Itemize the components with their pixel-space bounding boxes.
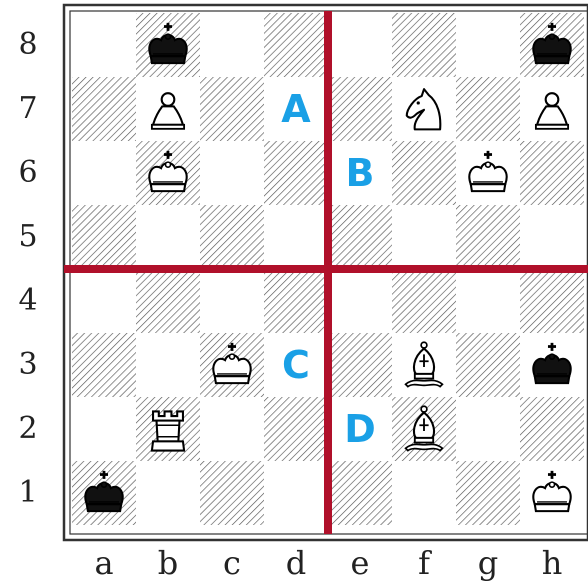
square-d5 xyxy=(264,205,328,269)
square-e8 xyxy=(328,13,392,77)
square-b1 xyxy=(136,461,200,525)
region-label-a: A xyxy=(281,87,311,131)
square-c1 xyxy=(200,461,264,525)
square-a7 xyxy=(72,77,136,141)
square-a4 xyxy=(72,269,136,333)
square-c8 xyxy=(200,13,264,77)
square-f8 xyxy=(392,13,456,77)
square-a6 xyxy=(72,141,136,205)
square-f1 xyxy=(392,461,456,525)
region-label-c: C xyxy=(282,343,310,387)
square-c7 xyxy=(200,77,264,141)
square-a2 xyxy=(72,397,136,461)
square-c4 xyxy=(200,269,264,333)
square-f5 xyxy=(392,205,456,269)
square-d8 xyxy=(264,13,328,77)
square-b4 xyxy=(136,269,200,333)
square-f4 xyxy=(392,269,456,333)
square-h2 xyxy=(520,397,584,461)
white-rook-b2-icon xyxy=(152,411,184,450)
square-b5 xyxy=(136,205,200,269)
square-h5 xyxy=(520,205,584,269)
square-a8 xyxy=(72,13,136,77)
square-f6 xyxy=(392,141,456,205)
region-label-d: D xyxy=(344,407,376,451)
square-h4 xyxy=(520,269,584,333)
square-g2 xyxy=(456,397,520,461)
square-c6 xyxy=(200,141,264,205)
square-e4 xyxy=(328,269,392,333)
square-c5 xyxy=(200,205,264,269)
square-g5 xyxy=(456,205,520,269)
square-b3 xyxy=(136,333,200,397)
square-d4 xyxy=(264,269,328,333)
square-g4 xyxy=(456,269,520,333)
square-e1 xyxy=(328,461,392,525)
square-g1 xyxy=(456,461,520,525)
square-d1 xyxy=(264,461,328,525)
square-c2 xyxy=(200,397,264,461)
square-a5 xyxy=(72,205,136,269)
square-g8 xyxy=(456,13,520,77)
square-g7 xyxy=(456,77,520,141)
region-label-b: B xyxy=(346,151,375,195)
square-h6 xyxy=(520,141,584,205)
square-g3 xyxy=(456,333,520,397)
square-e5 xyxy=(328,205,392,269)
square-e7 xyxy=(328,77,392,141)
square-a3 xyxy=(72,333,136,397)
square-e3 xyxy=(328,333,392,397)
horizontal-divider xyxy=(64,265,588,273)
square-d2 xyxy=(264,397,328,461)
square-d6 xyxy=(264,141,328,205)
